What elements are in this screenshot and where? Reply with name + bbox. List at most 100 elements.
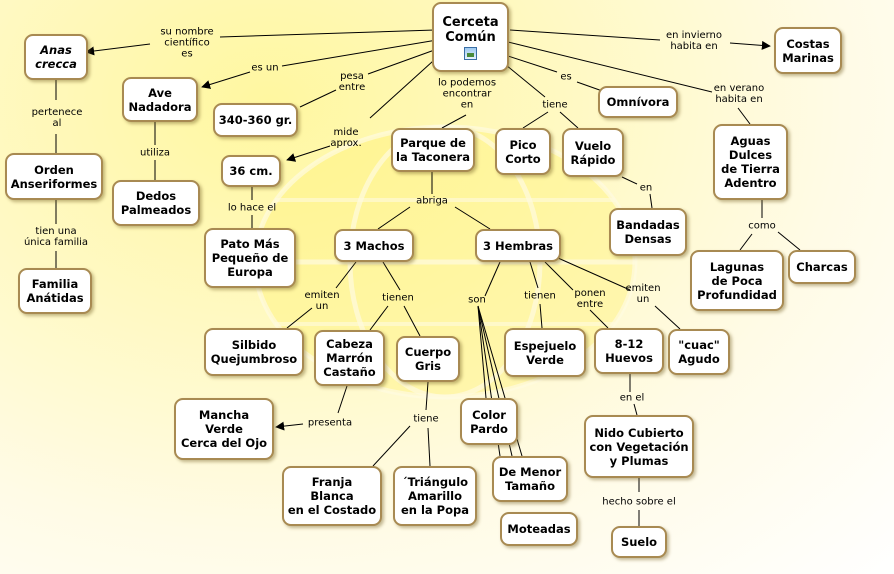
link-label-son: son bbox=[468, 294, 486, 306]
concept-node-3-machos[interactable]: 3 Machos bbox=[334, 229, 414, 262]
concept-node-peso[interactable]: 340-360 gr. bbox=[213, 103, 298, 137]
concept-node-pico-corto[interactable]: Pico Corto bbox=[495, 128, 551, 175]
connector-arrow bbox=[85, 43, 151, 56]
concept-node-aguas-dulces[interactable]: Aguas Dulces de Tierra Adentro bbox=[713, 124, 788, 200]
connector bbox=[382, 261, 401, 291]
link-label-lo-podemos-encontrar: lo podemos encontrar en bbox=[437, 77, 497, 111]
concept-node-anas-crecca[interactable]: Anas crecca bbox=[24, 34, 88, 80]
connector-arrow bbox=[729, 40, 771, 50]
connector bbox=[281, 39, 438, 67]
connector bbox=[377, 206, 411, 230]
connector bbox=[649, 193, 653, 209]
link-label-hecho-sobre-el: hecho sobre el bbox=[602, 496, 676, 508]
connector bbox=[337, 385, 348, 414]
connector-arrow bbox=[201, 71, 251, 89]
link-label-emiten-un-machos: emiten un bbox=[304, 290, 340, 312]
link-label-es: es bbox=[560, 71, 572, 83]
connector bbox=[501, 53, 558, 73]
connector bbox=[335, 261, 357, 289]
connector bbox=[441, 114, 467, 129]
connector bbox=[539, 303, 543, 329]
connector bbox=[484, 261, 501, 297]
connector bbox=[654, 305, 681, 330]
concept-node-silbido-quejumbroso[interactable]: Silbido Quejumbroso bbox=[204, 328, 304, 376]
concept-node-triangulo-amarillo[interactable]: ´Triángulo Amarillo en la Popa bbox=[393, 466, 477, 526]
connector bbox=[559, 111, 579, 129]
connector bbox=[286, 307, 313, 329]
connector bbox=[737, 107, 751, 125]
concept-node-3-hembras[interactable]: 3 Hembras bbox=[475, 229, 561, 262]
connector bbox=[509, 29, 661, 41]
link-label-tienen-machos: tienen bbox=[382, 292, 414, 304]
link-label-es-un: es un bbox=[251, 62, 279, 74]
concept-node-nido-cubierto[interactable]: Nido Cubierto con Vegetación y Plumas bbox=[584, 415, 694, 478]
connector bbox=[369, 51, 444, 119]
connector bbox=[589, 309, 609, 329]
concept-node-ave-nadadora[interactable]: Ave Nadadora bbox=[122, 77, 198, 122]
link-label-presenta: presenta bbox=[307, 417, 353, 429]
concept-node-dedos-palmeados[interactable]: Dedos Palmeados bbox=[112, 180, 200, 226]
connector bbox=[427, 427, 431, 467]
concept-node-charcas[interactable]: Charcas bbox=[788, 250, 856, 284]
link-label-tien-una-unica-familia: tien una única familia bbox=[23, 226, 89, 248]
concept-node-color-pardo[interactable]: Color Pardo bbox=[460, 398, 518, 445]
concept-node-franja-blanca[interactable]: Franja Blanca en el Costado bbox=[282, 466, 382, 526]
connector bbox=[529, 261, 539, 289]
concept-node-espejuelo-verde[interactable]: Espejuelo Verde bbox=[504, 328, 586, 377]
concept-node-suelo[interactable]: Suelo bbox=[611, 526, 667, 558]
connector bbox=[633, 403, 638, 416]
connector bbox=[425, 381, 429, 411]
root-title: Cerceta Común bbox=[442, 14, 499, 45]
connector bbox=[621, 176, 638, 185]
concept-node-cabeza-marron[interactable]: Cabeza Marrón Castaño bbox=[314, 330, 385, 386]
connector bbox=[477, 305, 487, 399]
link-label-en-el: en el bbox=[619, 392, 645, 404]
concept-node-mancha-verde[interactable]: Mancha Verde Cerca del Ojo bbox=[174, 398, 274, 460]
link-label-tienen-hembras: tienen bbox=[524, 290, 556, 302]
image-attachment-icon[interactable] bbox=[464, 46, 477, 60]
concept-node-cerceta-comun[interactable]: Cerceta Común bbox=[432, 2, 509, 72]
concept-node-vuelo-rapido[interactable]: Vuelo Rápido bbox=[562, 128, 624, 177]
concept-node-pato-mas-pequeno[interactable]: Pato Más Pequeño de Europa bbox=[204, 228, 296, 288]
connector bbox=[372, 425, 411, 467]
connector-arrow bbox=[286, 145, 331, 162]
concept-node-cuerpo-gris[interactable]: Cuerpo Gris bbox=[396, 336, 460, 382]
link-label-abriga: abriga bbox=[416, 195, 448, 207]
concept-node-cuac-agudo[interactable]: "cuac" Agudo bbox=[668, 329, 730, 375]
connector-arrow bbox=[275, 421, 304, 431]
concept-node-orden-anseriformes[interactable]: Orden Anseriformes bbox=[5, 153, 103, 200]
connector bbox=[557, 257, 631, 291]
concept-node-familia-anatidas[interactable]: Familia Anátidas bbox=[18, 268, 92, 314]
link-label-en-invierno: en invierno habita en bbox=[665, 30, 723, 52]
concept-node-moteadas[interactable]: Moteadas bbox=[500, 512, 578, 546]
connector bbox=[777, 231, 801, 251]
link-label-pesa-entre: pesa entre bbox=[338, 71, 366, 93]
connector bbox=[219, 29, 436, 38]
link-label-tiene-cuerpo: tiene bbox=[413, 413, 439, 425]
concept-node-omnivora[interactable]: Omnívora bbox=[598, 86, 678, 118]
concept-node-parque-taconera[interactable]: Parque de la Taconera bbox=[391, 128, 475, 172]
link-label-mide-aprox: mide aprox. bbox=[330, 127, 362, 149]
connector bbox=[369, 305, 389, 331]
concept-node-8-12-huevos[interactable]: 8-12 Huevos bbox=[594, 328, 664, 374]
concept-node-costas-marinas[interactable]: Costas Marinas bbox=[774, 27, 842, 74]
link-label-utiliza: utiliza bbox=[140, 147, 170, 159]
connector bbox=[454, 206, 491, 230]
link-label-lo-hace-el: lo hace el bbox=[227, 202, 277, 214]
connector bbox=[544, 261, 574, 291]
concept-node-lagunas[interactable]: Lagunas de Poca Profundidad bbox=[690, 250, 784, 311]
concept-node-bandadas-densas[interactable]: Bandadas Densas bbox=[609, 208, 687, 256]
connector bbox=[299, 89, 337, 108]
link-label-emiten-un-hembras: emiten un bbox=[625, 283, 661, 305]
concept-node-talla[interactable]: 36 cm. bbox=[221, 155, 281, 187]
connector bbox=[522, 111, 549, 129]
link-label-como: como bbox=[748, 220, 776, 232]
connector bbox=[739, 233, 753, 251]
link-label-su-nombre-cientifico: su nombre científico es bbox=[160, 26, 214, 60]
link-label-en: en bbox=[639, 182, 653, 194]
link-label-en-verano: en verano habita en bbox=[713, 83, 765, 105]
concept-node-de-menor-tamano[interactable]: De Menor Tamaño bbox=[492, 456, 568, 502]
link-label-ponen-entre: ponen entre bbox=[574, 288, 606, 310]
connector bbox=[507, 41, 713, 93]
